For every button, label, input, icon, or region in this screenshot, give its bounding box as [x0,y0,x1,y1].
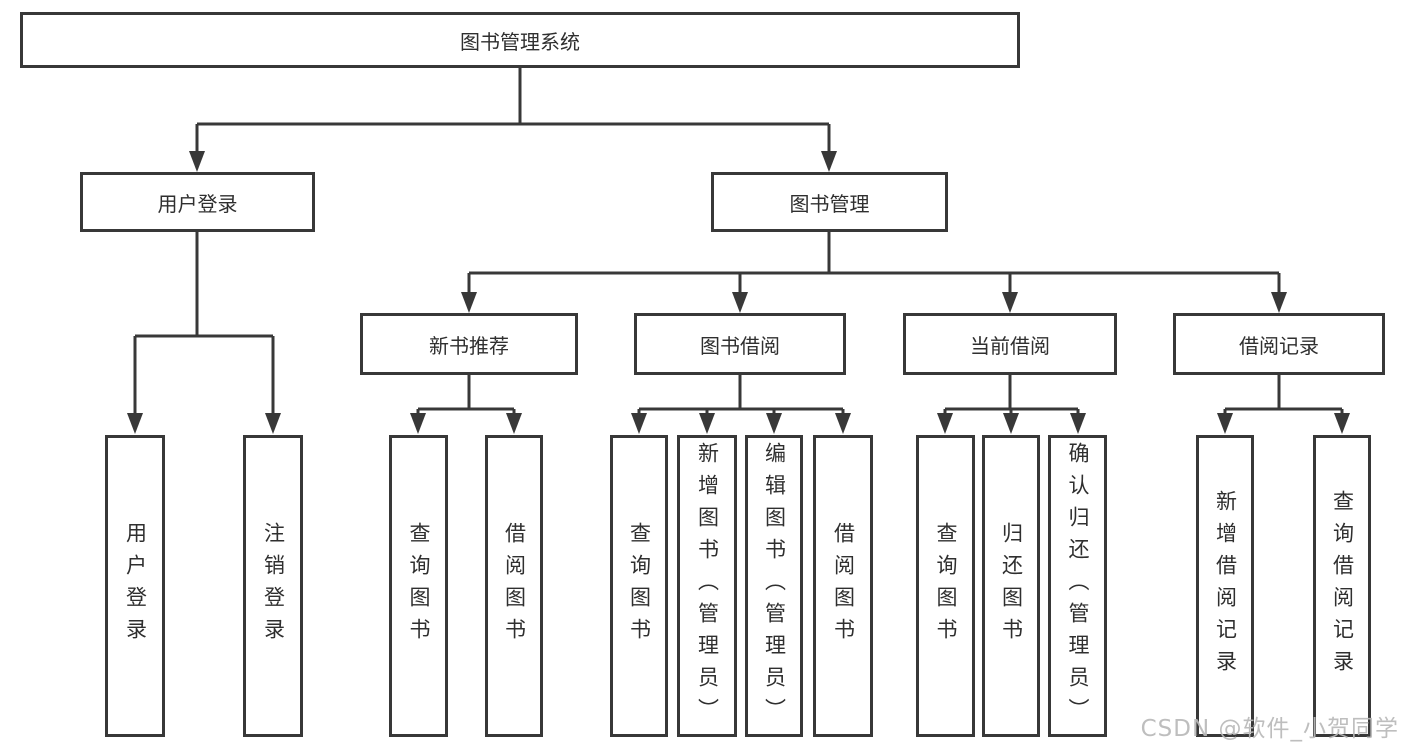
arrow-icon [835,413,851,434]
leaf-logout: 注销登录 [243,435,303,737]
leaf-label: 查询图书 [627,522,652,650]
node-user-login: 用户登录 [80,172,315,232]
leaf-label: 用户登录 [123,522,148,650]
leaf-label: 新增借阅记录 [1213,490,1238,682]
leaf-edit-books-admin: 编辑图书（管理员） [745,435,803,737]
arrow-icon [461,292,477,313]
leaf-label: 查询图书 [934,522,958,650]
arrow-icon [189,151,205,172]
arrow-icon [699,413,715,434]
node-new-book-recommendation: 新书推荐 [360,313,578,375]
leaf-return-books: 归还图书 [982,435,1040,737]
arrow-icon [1070,413,1086,434]
leaf-label: 查询借阅记录 [1330,490,1355,682]
leaf-query-books-3: 查询图书 [916,435,975,737]
node-book-borrowing: 图书借阅 [634,313,846,375]
leaf-label: 新增图书（管理员） [695,442,720,730]
arrow-icon [1003,413,1019,434]
arrowheads [127,151,1350,434]
leaf-confirm-return-admin: 确认归还（管理员） [1048,435,1107,737]
leaf-add-borrow-record: 新增借阅记录 [1196,435,1254,737]
leaf-query-books-1: 查询图书 [389,435,448,737]
arrow-icon [766,413,782,434]
csdn-watermark: CSDN @软件_小贺同学 [1140,716,1399,742]
leaf-label: 借阅图书 [502,522,527,650]
arrow-icon [821,151,837,172]
leaf-query-books-2: 查询图书 [610,435,668,737]
arrow-icon [937,413,953,434]
arrow-icon [1334,413,1350,434]
leaf-query-borrow-record: 查询借阅记录 [1313,435,1371,737]
node-borrowing-records: 借阅记录 [1173,313,1385,375]
arrow-icon [265,413,281,434]
leaf-label: 注销登录 [261,522,286,650]
arrow-icon [1271,292,1287,313]
leaf-add-books-admin: 新增图书（管理员） [677,435,737,737]
node-current-borrowing: 当前借阅 [903,313,1117,375]
leaf-label: 确认归还（管理员） [1066,442,1090,730]
leaf-label: 归还图书 [999,522,1024,650]
leaf-user-login: 用户登录 [105,435,165,737]
leaf-label: 查询图书 [407,522,431,650]
leaf-label: 借阅图书 [831,522,856,650]
node-book-management: 图书管理 [711,172,948,232]
leaf-label: 编辑图书（管理员） [762,442,787,730]
connector-paths [133,68,1344,420]
arrow-icon [732,292,748,313]
arrow-icon [1217,413,1233,434]
arrow-icon [631,413,647,434]
arrow-icon [410,413,426,434]
leaf-borrow-books-1: 借阅图书 [485,435,543,737]
leaf-borrow-books-2: 借阅图书 [813,435,873,737]
arrow-icon [506,413,522,434]
arrow-icon [1002,292,1018,313]
node-library-management-system: 图书管理系统 [20,12,1020,68]
arrow-icon [127,413,143,434]
